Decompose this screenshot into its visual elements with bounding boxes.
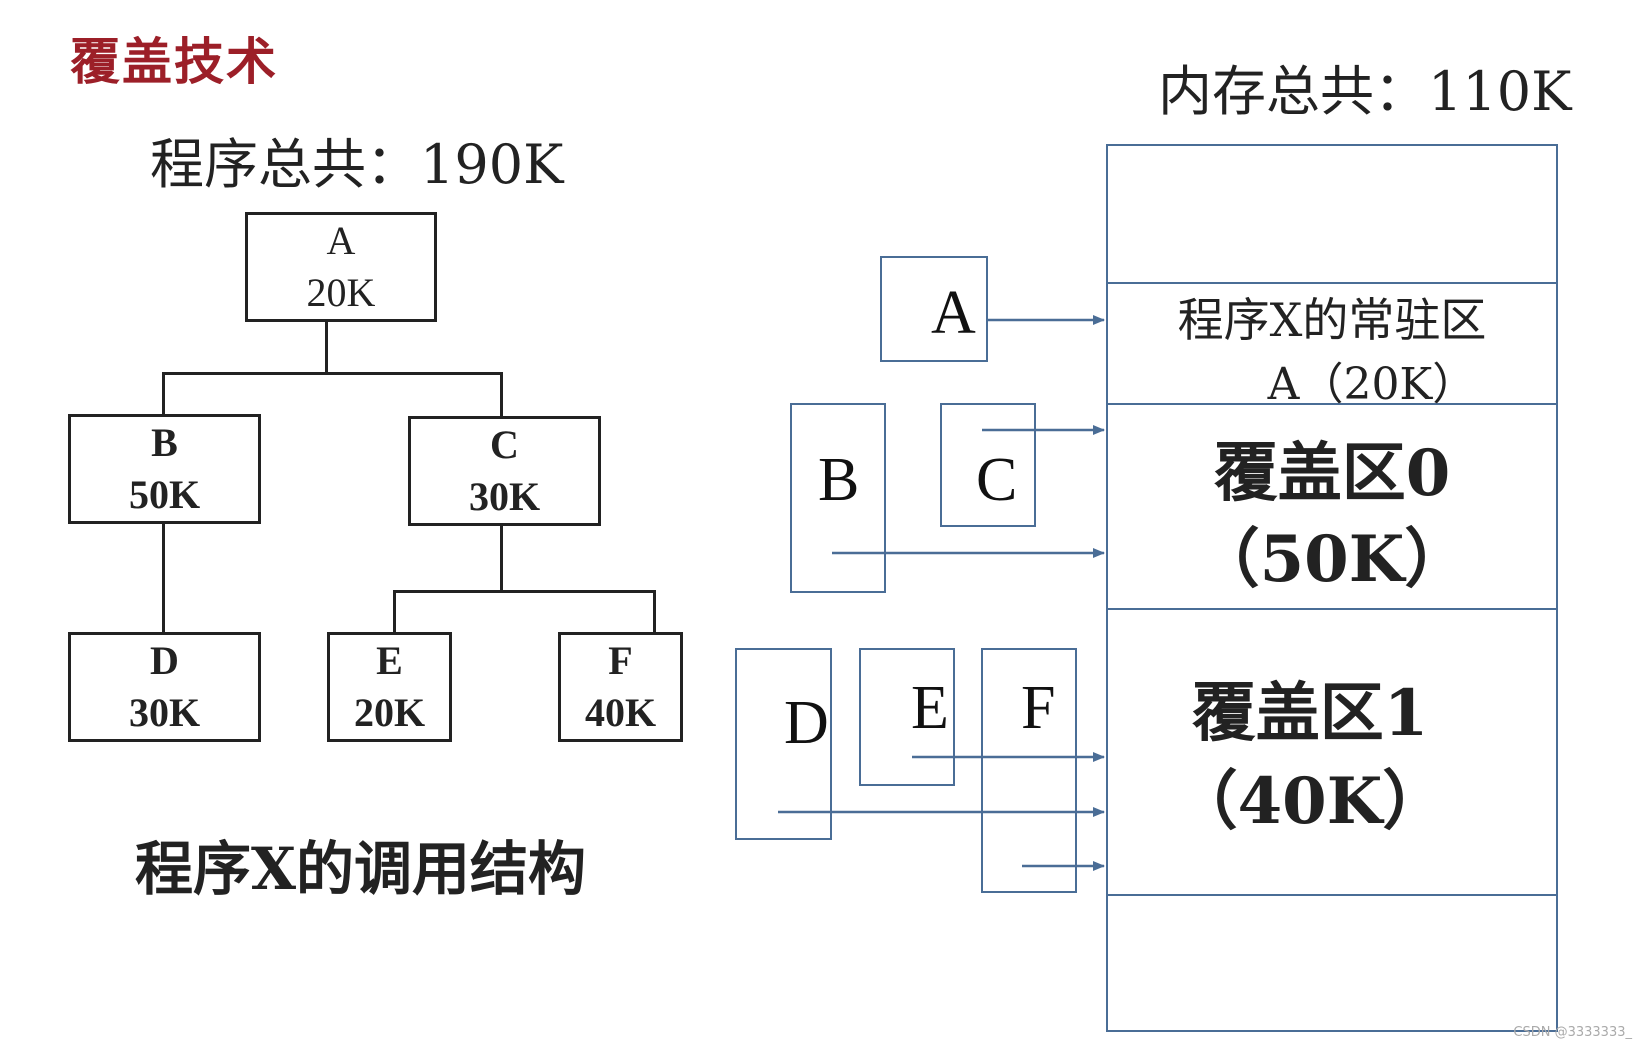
tree-node-d-name: D xyxy=(150,638,179,683)
tree-connector-to-b xyxy=(162,372,165,414)
call-structure-caption: 程序X的调用结构 xyxy=(135,835,587,903)
module-label-f: F xyxy=(1021,674,1056,742)
tree-node-c-name: C xyxy=(490,422,519,467)
module-box-d xyxy=(735,648,832,840)
tree-node-f-name: F xyxy=(608,638,633,683)
tree-connector-to-f xyxy=(653,590,656,632)
module-box-b xyxy=(790,403,886,593)
module-box-e xyxy=(859,648,955,786)
tree-node-e-name: E xyxy=(376,638,403,683)
overlay0-region-size: （50K） xyxy=(1195,522,1469,597)
tree-node-a: A 20K xyxy=(245,212,437,322)
module-label-c: C xyxy=(976,446,1018,514)
tree-node-c: C 30K xyxy=(408,416,601,526)
free-region-divider xyxy=(1108,894,1556,896)
overlay1-region-label: 覆盖区1 xyxy=(1191,676,1429,751)
tree-node-a-name: A xyxy=(326,218,356,263)
tree-connector-c-horizontal xyxy=(393,590,656,593)
module-box-c xyxy=(940,403,1036,527)
resident-region-size: A（20K） xyxy=(1267,359,1477,410)
tree-node-d: D 30K xyxy=(68,632,261,742)
tree-node-e: E 20K xyxy=(327,632,452,742)
overlay0-region-divider xyxy=(1108,403,1556,405)
tree-connector-a-down xyxy=(325,322,328,374)
module-label-d: D xyxy=(784,689,829,757)
overlay1-region-size: （40K） xyxy=(1173,764,1447,839)
overlay1-region-divider xyxy=(1108,608,1556,610)
module-label-e: E xyxy=(911,674,949,742)
memory-total-label: 内存总共：110K xyxy=(1158,60,1572,123)
tree-node-f: F 40K xyxy=(558,632,683,742)
resident-region-label: 程序X的常驻区 xyxy=(1177,293,1487,347)
watermark: CSDN @3333333_ xyxy=(1513,1025,1632,1040)
tree-connector-a-horizontal xyxy=(162,372,503,375)
slide-title: 覆盖技术 xyxy=(70,32,278,91)
tree-node-d-size: 30K xyxy=(128,690,201,735)
module-label-a: A xyxy=(931,279,976,347)
tree-node-f-size: 40K xyxy=(584,690,657,735)
module-box-f xyxy=(981,648,1077,893)
tree-node-b: B 50K xyxy=(68,414,261,524)
tree-node-e-size: 20K xyxy=(353,690,426,735)
overlay0-region-label: 覆盖区0 xyxy=(1213,436,1451,511)
tree-node-b-size: 50K xyxy=(128,472,201,517)
tree-connector-c-down xyxy=(500,526,503,592)
tree-node-b-name: B xyxy=(151,420,178,465)
tree-connector-to-c xyxy=(500,372,503,416)
tree-node-c-size: 30K xyxy=(468,474,541,519)
memory-column: 程序X的常驻区 A（20K） 覆盖区0 （50K） 覆盖区1 （40K） xyxy=(1106,144,1558,1032)
program-total-label: 程序总共：190K xyxy=(150,133,564,196)
resident-region-divider xyxy=(1108,282,1556,284)
module-label-b: B xyxy=(818,446,860,514)
tree-connector-b-to-d xyxy=(162,524,165,632)
module-box-a xyxy=(880,256,988,362)
tree-node-a-size: 20K xyxy=(306,270,376,315)
tree-connector-to-e xyxy=(393,590,396,632)
